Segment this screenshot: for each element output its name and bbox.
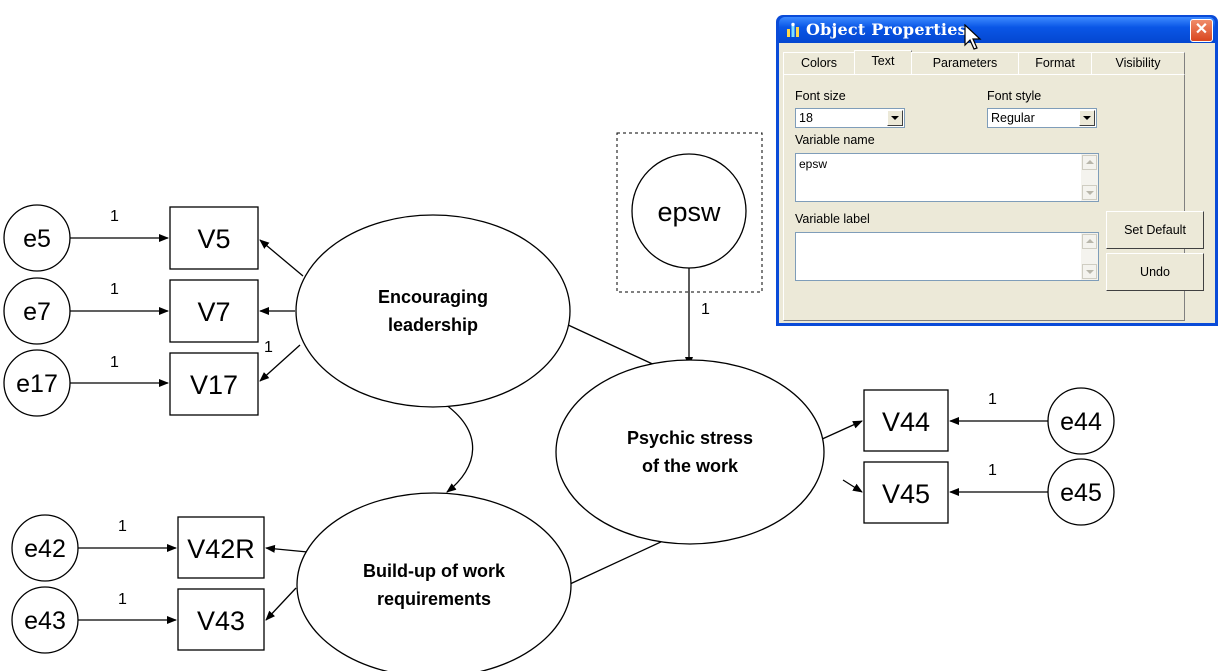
font-size-value: 18 xyxy=(799,111,813,125)
error-label: epsw xyxy=(657,197,721,227)
path-weight-label: 1 xyxy=(118,591,127,608)
observed-label: V7 xyxy=(197,297,230,327)
observed-label: V5 xyxy=(197,224,230,254)
dialog-body: Colors Text Parameters Format Visibility… xyxy=(779,43,1215,323)
font-size-combo[interactable]: 18 xyxy=(795,108,905,128)
observed-node-v44[interactable] xyxy=(863,389,949,452)
observed-label: V43 xyxy=(197,606,245,636)
chevron-down-icon[interactable] xyxy=(887,110,903,126)
font-style-combo[interactable]: Regular xyxy=(987,108,1097,128)
observed-node-v5[interactable] xyxy=(169,206,259,270)
variable-label-field[interactable] xyxy=(795,232,1099,281)
error-node-e44[interactable] xyxy=(1047,387,1115,455)
latent-label: Build-up of work xyxy=(363,561,506,581)
chevron-down-icon[interactable] xyxy=(1079,110,1095,126)
object-properties-dialog[interactable]: Object Properties ✕ Colors Text Paramete… xyxy=(776,15,1218,326)
observed-node-v45[interactable] xyxy=(863,461,949,524)
latent-label: of the work xyxy=(642,456,739,476)
observed-node-v42r[interactable] xyxy=(177,516,265,579)
error-node-e43[interactable] xyxy=(11,586,79,654)
text-tab-panel: Font size 18 Font style Regular Variable… xyxy=(783,74,1204,321)
path-weight-label: 1 xyxy=(988,391,997,408)
error-node-e45[interactable] xyxy=(1047,458,1115,526)
latent-psychic-stress[interactable] xyxy=(555,359,825,545)
error-node-e5[interactable] xyxy=(3,204,71,272)
path-weight-label: 1 xyxy=(110,281,119,298)
set-default-button[interactable]: Set Default xyxy=(1106,211,1204,249)
error-node-epsw[interactable] xyxy=(631,153,747,269)
latent-label: Encouraging xyxy=(378,287,488,307)
font-style-value: Regular xyxy=(991,111,1035,125)
error-node-e42[interactable] xyxy=(11,514,79,582)
observed-label: V17 xyxy=(190,370,238,400)
observed-label: V45 xyxy=(882,479,930,509)
font-size-label: Font size xyxy=(795,89,846,103)
error-label: e44 xyxy=(1060,408,1102,436)
tab-format[interactable]: Format xyxy=(1018,52,1092,74)
error-label: e45 xyxy=(1060,479,1102,507)
error-label: e7 xyxy=(23,298,51,326)
undo-button[interactable]: Undo xyxy=(1106,253,1204,291)
path-weight-label: 1 xyxy=(701,301,710,318)
tab-parameters[interactable]: Parameters xyxy=(911,52,1019,74)
path-weight-label: 1 xyxy=(110,354,119,371)
dialog-title-bar[interactable]: Object Properties ✕ xyxy=(779,17,1215,43)
error-node-e17[interactable] xyxy=(3,349,71,417)
path-weight-label: 1 xyxy=(988,462,997,479)
scrollbar[interactable] xyxy=(1081,233,1098,280)
path-weight-label: 1 xyxy=(264,339,273,356)
variable-name-value: epsw xyxy=(799,157,828,171)
mouse-pointer-icon xyxy=(964,24,982,50)
latent-encouraging-leadership[interactable] xyxy=(295,214,571,408)
latent-label: leadership xyxy=(388,315,478,335)
error-node-e7[interactable] xyxy=(3,277,71,345)
error-label: e43 xyxy=(24,607,66,635)
observed-node-v17[interactable] xyxy=(169,352,259,416)
close-icon: ✕ xyxy=(1194,21,1209,38)
observed-label: V42R xyxy=(187,534,255,564)
latent-build-up-work[interactable] xyxy=(296,492,572,671)
tab-text[interactable]: Text xyxy=(854,50,912,75)
tab-visibility[interactable]: Visibility xyxy=(1091,52,1185,74)
observed-label: V44 xyxy=(882,407,930,437)
latent-label: requirements xyxy=(377,589,491,609)
tab-colors[interactable]: Colors xyxy=(783,52,855,74)
selection-box xyxy=(616,132,763,293)
close-button[interactable]: ✕ xyxy=(1190,19,1213,42)
latent-label: Psychic stress xyxy=(627,428,753,448)
variable-label-label: Variable label xyxy=(795,212,870,226)
observed-node-v7[interactable] xyxy=(169,279,259,343)
error-label: e42 xyxy=(24,535,66,563)
variable-name-field[interactable]: epsw xyxy=(795,153,1099,202)
error-label: e17 xyxy=(16,370,58,398)
observed-node-v43[interactable] xyxy=(177,588,265,651)
variable-name-label: Variable name xyxy=(795,133,875,147)
scrollbar[interactable] xyxy=(1081,154,1098,201)
dialog-title: Object Properties xyxy=(806,20,967,39)
path-weight-label: 1 xyxy=(118,518,127,535)
error-label: e5 xyxy=(23,225,51,253)
object-properties-icon xyxy=(787,22,799,37)
path-weight-label: 1 xyxy=(110,208,119,225)
font-style-label: Font style xyxy=(987,89,1042,103)
